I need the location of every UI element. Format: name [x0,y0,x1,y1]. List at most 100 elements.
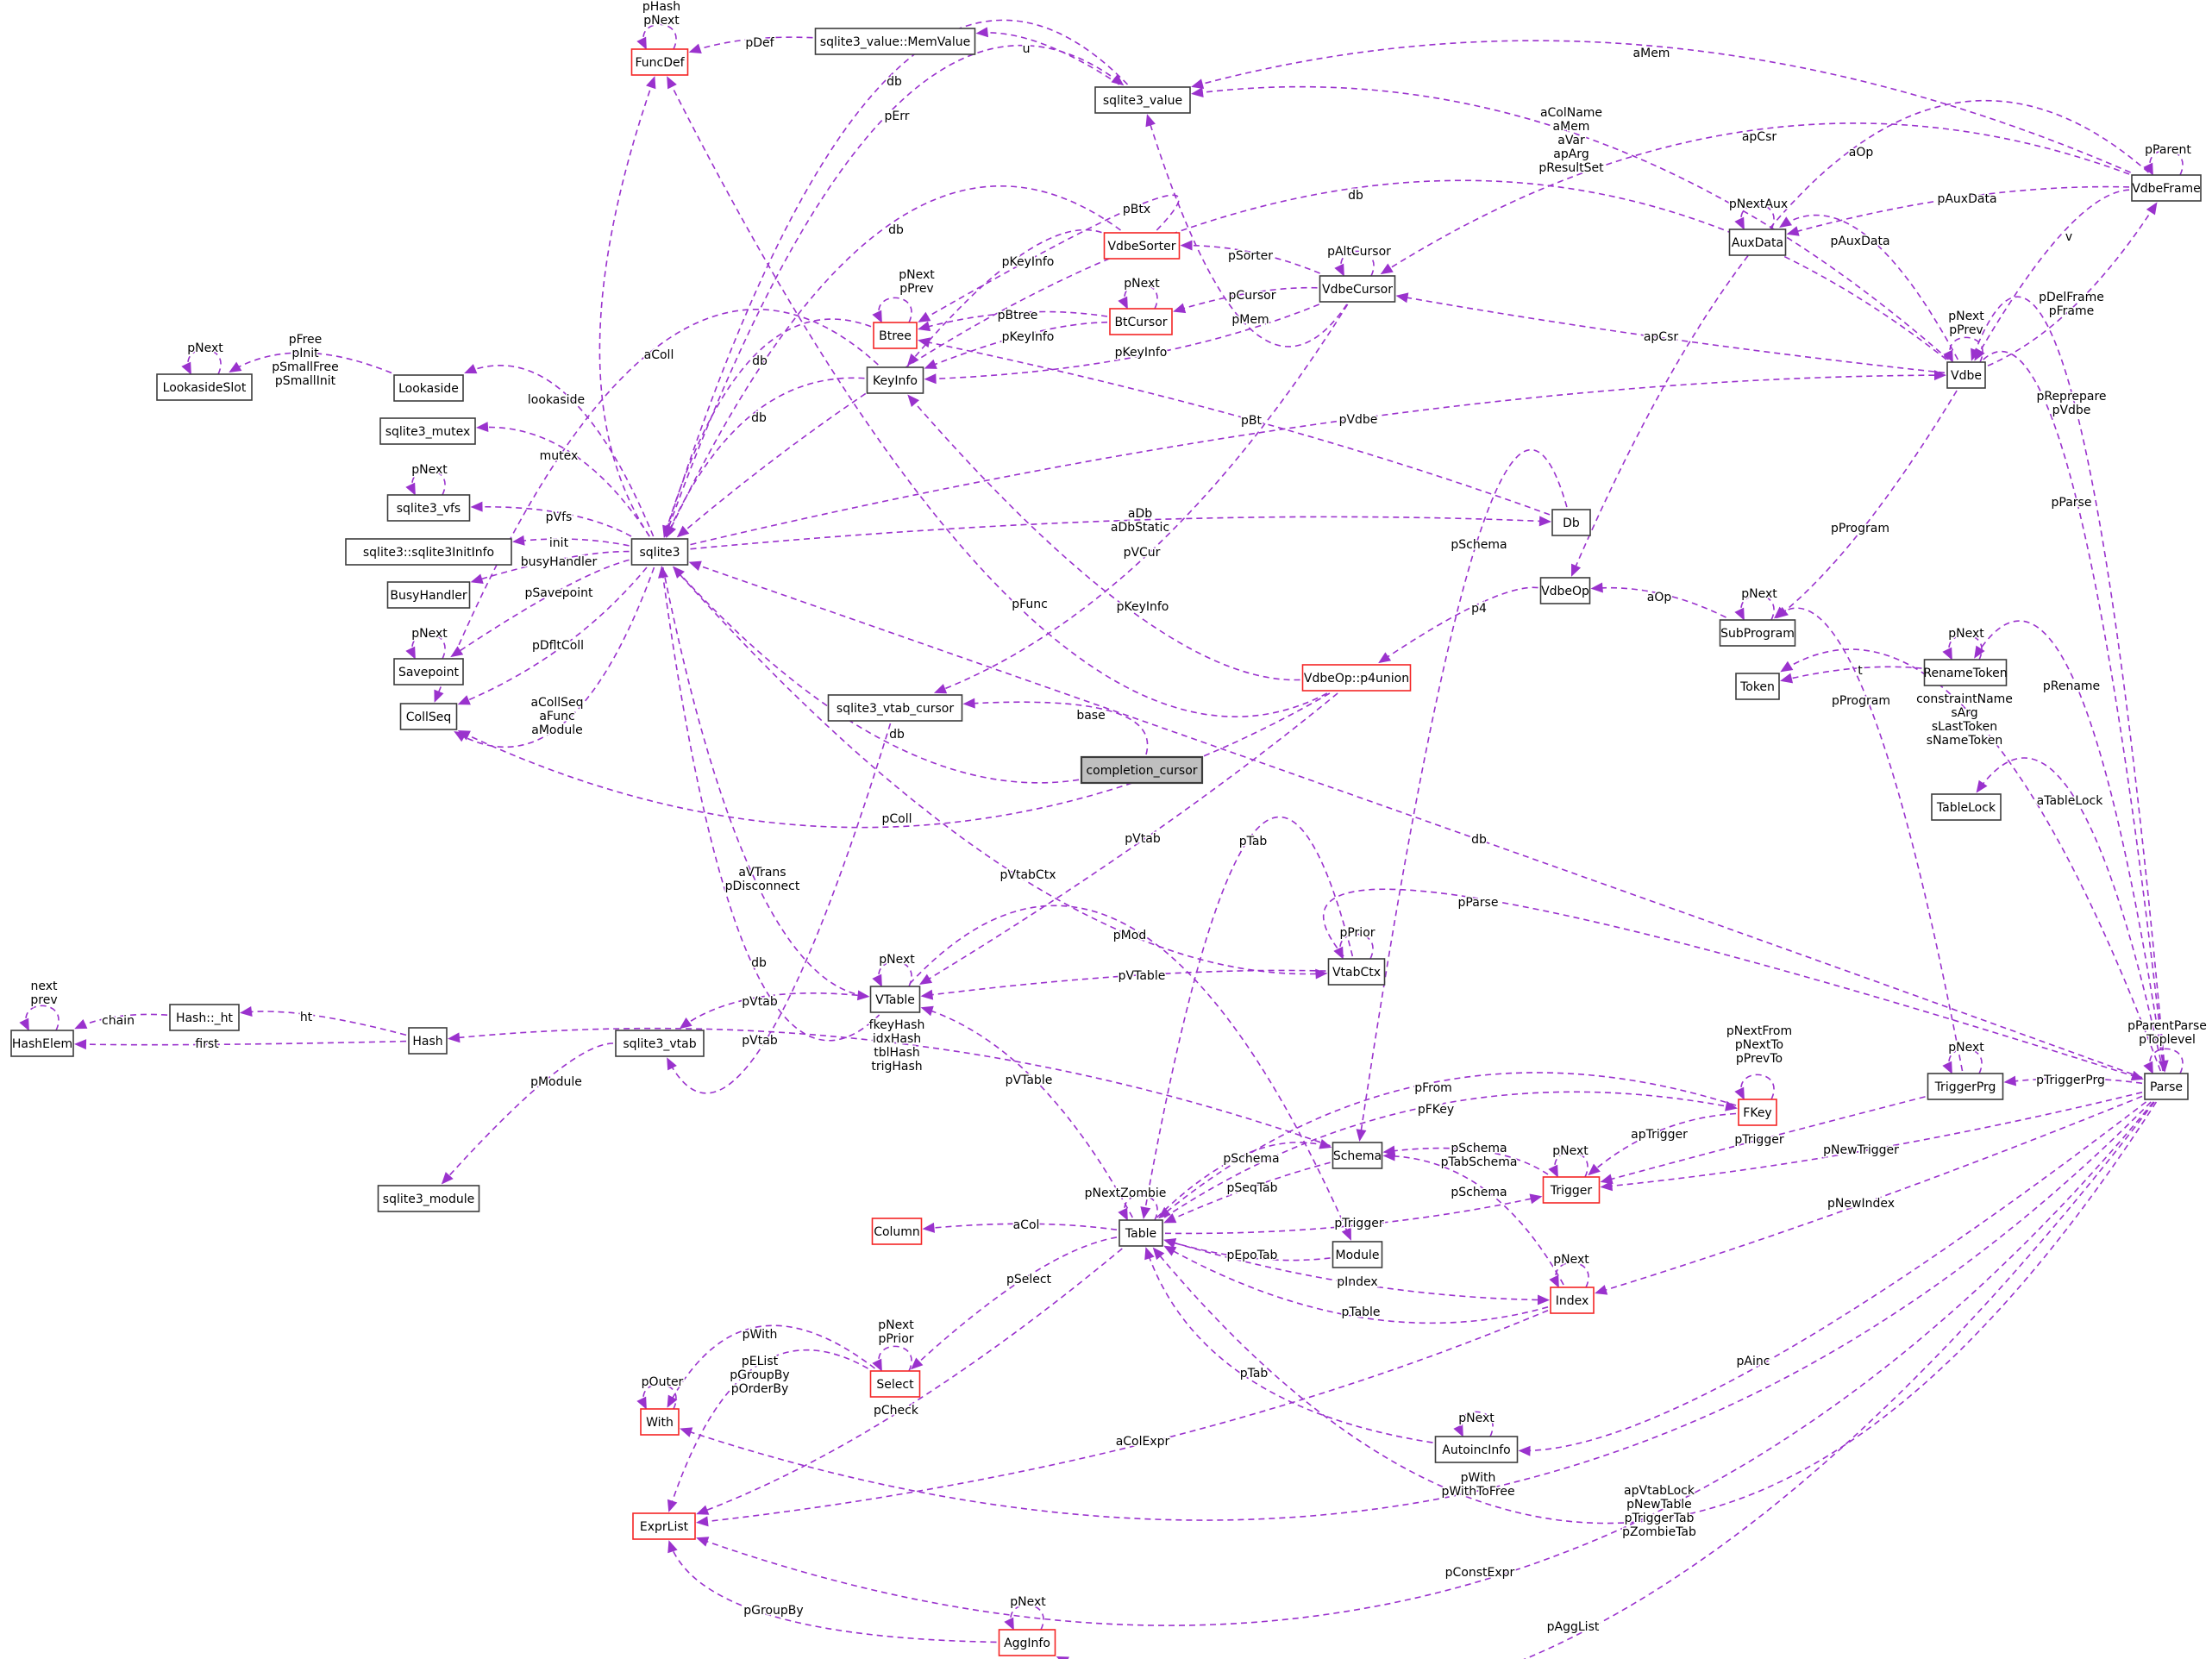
graph-node-Module[interactable]: Module [1332,1241,1383,1268]
member-edge [2003,1075,2143,1086]
graph-node-FKey[interactable]: FKey [1738,1099,1777,1126]
graph-node-sqlite3_value[interactable]: sqlite3_value [1094,86,1191,114]
member-edge [696,1309,1549,1527]
edge-label: pEpoTab [1227,1249,1278,1262]
member-edge [918,337,1551,516]
graph-node-FuncDef[interactable]: FuncDef [630,48,689,76]
member-edge [1395,292,1946,374]
graph-node-AggInfo[interactable]: AggInfo [998,1629,1056,1656]
edge-label: db [751,411,767,425]
graph-node-Table[interactable]: Table [1119,1219,1163,1247]
node-box [1728,229,1787,256]
graph-node-VdbeCursor[interactable]: VdbeCursor [1319,275,1396,303]
node-label: RenameToken [1923,667,2007,680]
graph-node-VdbeOp[interactable]: VdbeOp [1539,577,1591,604]
member-edge [1976,757,2164,1072]
member-edge [1974,189,2130,361]
graph-node-TriggerPrg[interactable]: TriggerPrg [1927,1073,2004,1100]
graph-node-Index[interactable]: Index [1550,1287,1595,1314]
graph-node-ExprList[interactable]: ExprList [632,1512,696,1540]
edge-label: pSavepoint [525,586,593,600]
graph-node-Db[interactable]: Db [1551,509,1591,536]
graph-node-Parse[interactable]: Parse [2144,1073,2189,1100]
node-box [630,538,689,566]
member-edge [1776,390,1958,619]
graph-node-CollSeq[interactable]: CollSeq [399,703,458,730]
graph-node-RenameToken[interactable]: RenameToken [1923,659,2008,686]
graph-node-AutoincInfo[interactable]: AutoincInfo [1434,1436,1519,1463]
edge-label: pMem [1231,313,1269,327]
graph-node-LookasideSlot[interactable]: LookasideSlot [156,373,253,401]
edge-label: pErr [885,110,910,123]
member-edge [1191,85,1950,360]
graph-node-Trigger[interactable]: Trigger [1542,1176,1601,1204]
graph-node-Schema[interactable]: Schema [1332,1142,1383,1169]
node-label: TableLock [1936,801,1996,815]
node-box [1931,793,2002,821]
member-edge [1333,933,1374,960]
graph-node-Hash[interactable]: Hash [408,1027,448,1055]
node-box [2131,174,2202,202]
member-edge [664,44,1125,537]
graph-node-Lookaside[interactable]: Lookaside [393,374,464,402]
graph-node-With[interactable]: With [640,1408,680,1436]
graph-node-VdbeSorter[interactable]: VdbeSorter [1103,232,1181,260]
graph-node-BtCursor[interactable]: BtCursor [1109,308,1173,335]
node-label: AutoincInfo [1442,1443,1510,1457]
edge-label: pFunc [1012,598,1048,611]
edge-label: pRename [2043,679,2100,693]
graph-node-BusyHandler[interactable]: BusyHandler [386,581,471,609]
graph-node-Savepoint[interactable]: Savepoint [393,658,464,686]
edge-label: pProgram [1832,694,1890,708]
graph-node-Btree[interactable]: Btree [873,322,918,349]
member-edge [1779,214,1959,360]
graph-node-Token[interactable]: Token [1735,673,1780,700]
graph-node-sqlite3_mutex[interactable]: sqlite3_mutex [379,417,476,445]
edge-label: pNewTrigger [1823,1143,1899,1157]
graph-node-Select[interactable]: Select [869,1370,921,1398]
graph-node-VdbeFrame[interactable]: VdbeFrame [2131,174,2202,202]
graph-node-TableLock[interactable]: TableLock [1931,793,2002,821]
edge-label: pTriggerPrg [2036,1074,2105,1087]
node-box [1927,1073,2004,1100]
member-edge [1453,1411,1494,1437]
member-edge [476,422,650,537]
edge-label: t [1858,664,1863,678]
graph-node-p4union[interactable]: VdbeOp::p4union [1301,664,1412,692]
graph-node-completion_cursor[interactable]: completion_cursor [1080,755,1204,785]
edge-label: pProgram [1831,522,1889,535]
graph-node-HashElem[interactable]: HashElem [10,1030,74,1057]
graph-node-MemValue[interactable]: sqlite3_value::MemValue [814,28,976,55]
member-edge [598,76,656,537]
edge-label: pVtab [742,1034,778,1048]
graph-node-Hash_ht[interactable]: Hash::_ht [169,1004,240,1031]
graph-node-sqlite3_module[interactable]: sqlite3_module [377,1185,480,1212]
member-edge [911,1236,1118,1370]
member-edge [1943,336,1983,363]
graph-node-KeyInfo[interactable]: KeyInfo [866,366,924,394]
edge-label: pModule [530,1075,582,1089]
graph-node-InitInfo[interactable]: sqlite3::sqlite3InitInfo [345,538,512,566]
edge-label: pIndex [1337,1275,1377,1289]
member-edge [1156,1139,1332,1218]
graph-node-Column[interactable]: Column [871,1218,923,1245]
graph-node-sqlite3_vfs[interactable]: sqlite3_vfs [386,494,471,522]
member-edge [667,76,1328,717]
graph-node-SubProgram[interactable]: SubProgram [1719,619,1796,647]
graph-node-AuxData[interactable]: AuxData [1728,229,1787,256]
edge-label: pFKey [1418,1103,1454,1117]
edge-label: pNext [1124,277,1160,291]
node-box [1542,1176,1601,1204]
graph-node-sqlite3[interactable]: sqlite3 [630,538,689,566]
member-edge [975,27,1120,85]
graph-node-Vdbe[interactable]: Vdbe [1946,361,1986,389]
graph-node-vtab_cursor[interactable]: sqlite3_vtab_cursor [827,694,963,722]
member-edge [1158,1072,1737,1219]
graph-node-sqlite3_vtab[interactable]: sqlite3_vtab [615,1030,705,1057]
graph-node-VTable[interactable]: VTable [869,986,921,1013]
edge-label: db [887,75,902,89]
member-edge [690,516,1551,550]
graph-node-VtabCtx[interactable]: VtabCtx [1327,958,1386,986]
